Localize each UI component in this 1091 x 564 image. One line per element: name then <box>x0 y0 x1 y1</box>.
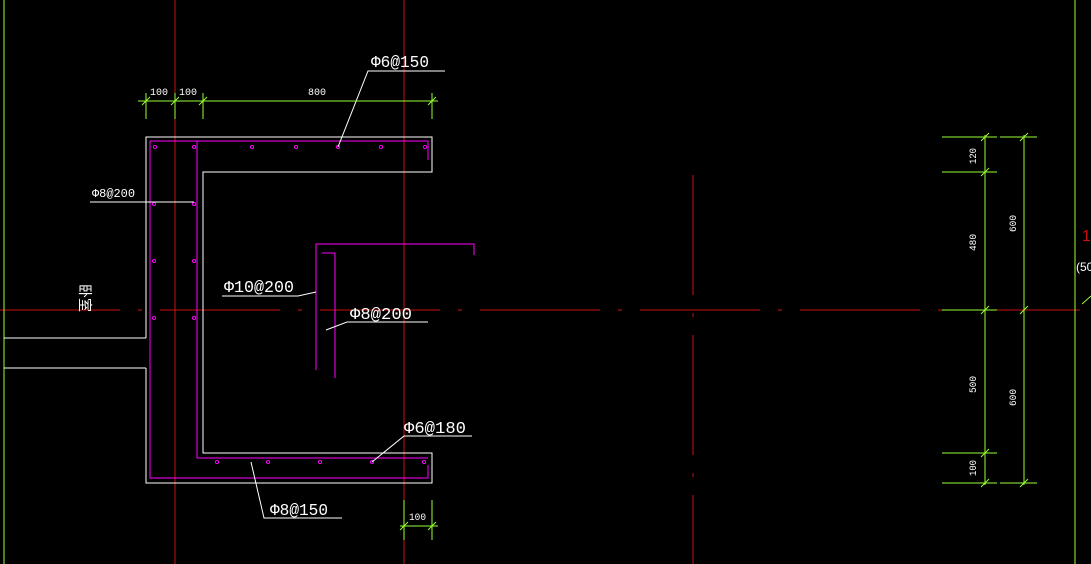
label-left-rebar: Φ8@200 <box>92 187 135 201</box>
dim-top-2: 100 <box>179 88 197 99</box>
rebar-center-2 <box>322 252 336 378</box>
dim-right-outer-1: 600 <box>1009 215 1020 232</box>
dimension-lines <box>138 93 1091 540</box>
dim-right-inner-4: 100 <box>969 460 980 476</box>
edge-fragment-bottom: (50 <box>1076 260 1091 274</box>
label-center-rebar-1: Φ10@200 <box>224 279 294 298</box>
leader-bottom-inner <box>371 435 472 463</box>
dim-right-outer-2: 600 <box>1009 389 1020 406</box>
dim-right-inner-1: 120 <box>969 148 980 164</box>
leader-top-rebar <box>337 70 445 148</box>
label-bottom-rebar-inner: Φ6@180 <box>404 420 466 439</box>
rebar-center-1 <box>315 243 475 370</box>
leader-center-1 <box>222 291 317 297</box>
leader-bottom-outer <box>250 461 342 519</box>
dim-bottom: 100 <box>409 513 426 524</box>
rebar-inner <box>196 141 428 459</box>
dim-top-1: 100 <box>150 88 168 99</box>
leader-center-2 <box>325 321 428 331</box>
border-lines <box>3 0 1076 564</box>
rebar-dots <box>151 144 428 465</box>
channel-outline <box>145 136 433 484</box>
dim-right-inner-2: 480 <box>969 234 980 251</box>
rebar <box>149 140 475 479</box>
edge-fragment-top: 1 <box>1082 228 1091 245</box>
label-room: 卧室 <box>75 284 93 312</box>
elevation-marker <box>1081 295 1091 305</box>
label-center-rebar-2: Φ8@200 <box>350 306 412 325</box>
label-top-rebar: Φ6@150 <box>371 54 429 73</box>
concrete-outline <box>4 136 433 484</box>
rebar-outer <box>149 140 429 479</box>
dim-top-3: 800 <box>308 88 326 99</box>
dim-right-inner-3: 500 <box>969 376 980 393</box>
label-bottom-rebar-outer: Φ8@150 <box>270 502 328 521</box>
leaders <box>90 70 472 519</box>
